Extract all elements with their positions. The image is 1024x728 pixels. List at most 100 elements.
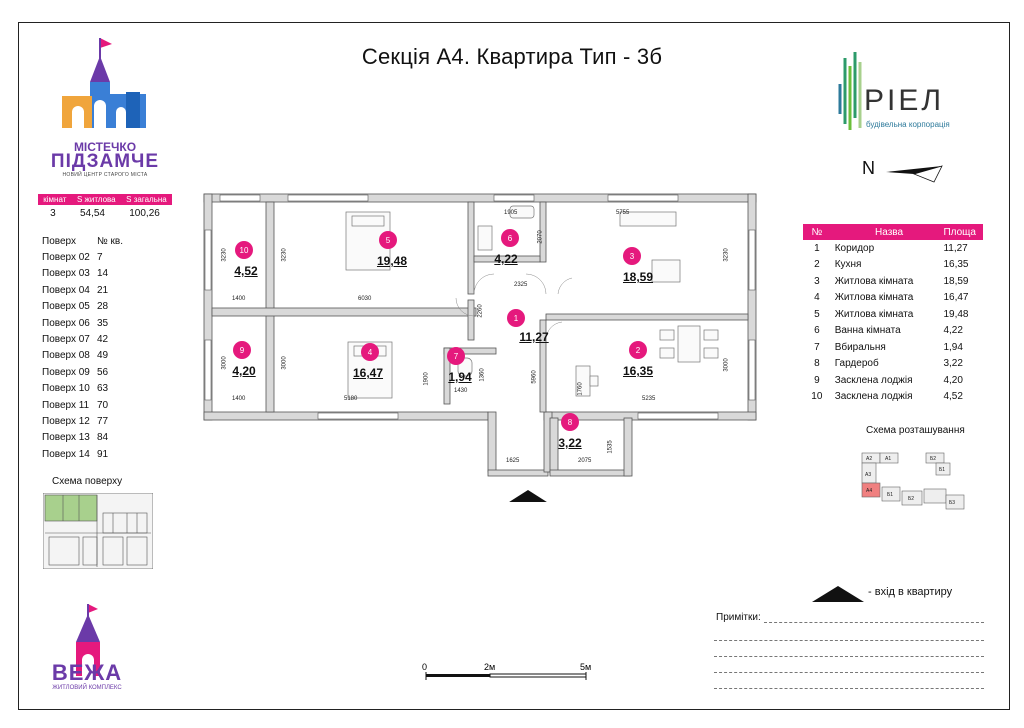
floor-apt-number: 91 <box>97 448 109 460</box>
loc-a1: А1 <box>885 456 891 462</box>
legend-area: 18,59 <box>943 275 969 287</box>
room-area-label: 4,22 <box>494 252 518 266</box>
room-area-label: 16,35 <box>622 364 654 378</box>
floor-name: Поверх 11 <box>42 399 90 411</box>
room-number-badge: 7 <box>447 347 465 365</box>
room-number-badge: 1 <box>507 309 525 327</box>
dimension-label: 3000 <box>221 356 228 370</box>
room-number-badge: 8 <box>561 413 579 431</box>
room-area-label: 16,47 <box>352 366 384 380</box>
room-number-badge: 10 <box>235 241 253 259</box>
summary-total: 100,26 <box>129 208 160 219</box>
room-number-badge: 9 <box>233 341 251 359</box>
floor-row: Поверх 08 49 <box>42 348 123 364</box>
floor-row: Поверх 05 28 <box>42 299 123 315</box>
dimension-label: 1760 <box>577 382 584 396</box>
legend-num: 6 <box>814 325 820 337</box>
summary-rooms: 3 <box>50 208 56 219</box>
legend-num: 1 <box>814 242 820 254</box>
dimension-label: 3230 <box>723 248 730 262</box>
logo-text-main: ПІДЗАМЧЕ <box>50 151 160 172</box>
dimension-label: 2075 <box>578 458 592 464</box>
legend-name: Засклена лоджія <box>834 374 913 386</box>
legend-num: 8 <box>814 358 820 370</box>
dimension-label: 1400 <box>232 396 246 402</box>
legend-header-name: Назва <box>875 226 904 238</box>
legend-num: 4 <box>814 292 820 304</box>
loc-b2-top: Б2 <box>930 456 936 462</box>
summary-header-rooms: кімнат <box>43 195 67 204</box>
floor-name: Поверх 06 <box>42 317 90 329</box>
room-area-label: 4,52 <box>234 264 258 278</box>
legend-header-num: № <box>811 226 823 238</box>
floors-header-apt: № кв. <box>97 235 123 247</box>
room-area-label: 18,59 <box>622 270 654 284</box>
loc-b2: Б2 <box>908 496 914 502</box>
summary-header-living: S житлова <box>76 195 116 204</box>
room-area-label: 19,48 <box>376 254 408 268</box>
floor-apt-number: 77 <box>97 415 109 427</box>
floor-name: Поверх 08 <box>42 350 90 362</box>
legend-header: № Назва Площа <box>803 224 983 240</box>
dimension-label: 1430 <box>454 388 468 394</box>
legend-num: 5 <box>814 308 820 320</box>
floor-plan-walls <box>203 193 757 502</box>
legend-area: 3,22 <box>943 358 963 370</box>
notes-line <box>764 622 984 623</box>
floor-scheme-label: Схема поверху <box>52 476 123 487</box>
dimension-label: 3230 <box>221 248 228 262</box>
floor-apt-number: 49 <box>97 350 109 362</box>
legend-num: 7 <box>814 341 820 353</box>
dimension-label: 2325 <box>514 282 528 288</box>
floor-row: Поверх 12 77 <box>42 413 123 429</box>
summary-header: кімнат S житлова S загальна <box>38 194 172 205</box>
legend-area: 4,22 <box>943 325 963 337</box>
legend-name: Засклена лоджія <box>834 391 913 403</box>
scale-bar: 0 2м 5м <box>422 662 591 680</box>
dimension-label: 3230 <box>281 248 288 262</box>
notes-line <box>714 640 984 641</box>
room-number-badge: 6 <box>501 229 519 247</box>
dimension-label: 6030 <box>358 296 372 302</box>
floor-apt-number: 21 <box>97 284 109 296</box>
location-scheme-label: Схема розташування <box>866 425 965 436</box>
notes-label: Примітки: <box>716 612 761 623</box>
north-arrow-icon <box>886 165 943 183</box>
vezha-subtitle: ЖИТЛОВИЙ КОМПЛЕКС <box>52 685 122 691</box>
north-label: N <box>862 158 875 178</box>
riel-logo-mark <box>838 52 862 130</box>
floor-apt-number: 84 <box>97 432 109 444</box>
legend-num: 9 <box>814 374 820 386</box>
dimension-label: 1535 <box>607 440 614 454</box>
floor-apt-number: 28 <box>97 301 109 313</box>
dimension-label: 2070 <box>537 230 544 244</box>
vezha-title: ВЕЖА <box>51 660 123 685</box>
legend-name: Коридор <box>834 242 875 254</box>
legend-name: Житлова кімната <box>834 308 914 320</box>
floor-name: Поверх 05 <box>42 301 90 313</box>
floor-apt-number: 42 <box>97 334 109 346</box>
floor-name: Поверх 12 <box>42 415 90 427</box>
vezha-logo <box>76 604 100 676</box>
entry-legend-label: - вхід в квартиру <box>868 586 953 598</box>
loc-a2: А2 <box>866 456 872 462</box>
legend-name: Вбиральня <box>834 341 886 353</box>
page-title: Секція А4. Квартира Тип - 3б <box>361 44 663 69</box>
pidzamche-logo <box>62 38 146 128</box>
room-area-label: 11,27 <box>519 330 549 344</box>
floor-apt-number: 14 <box>97 268 109 280</box>
floor-name: Поверх 03 <box>42 268 90 280</box>
room-area-label: 3,22 <box>558 436 582 450</box>
dimension-label: 5755 <box>616 210 630 216</box>
